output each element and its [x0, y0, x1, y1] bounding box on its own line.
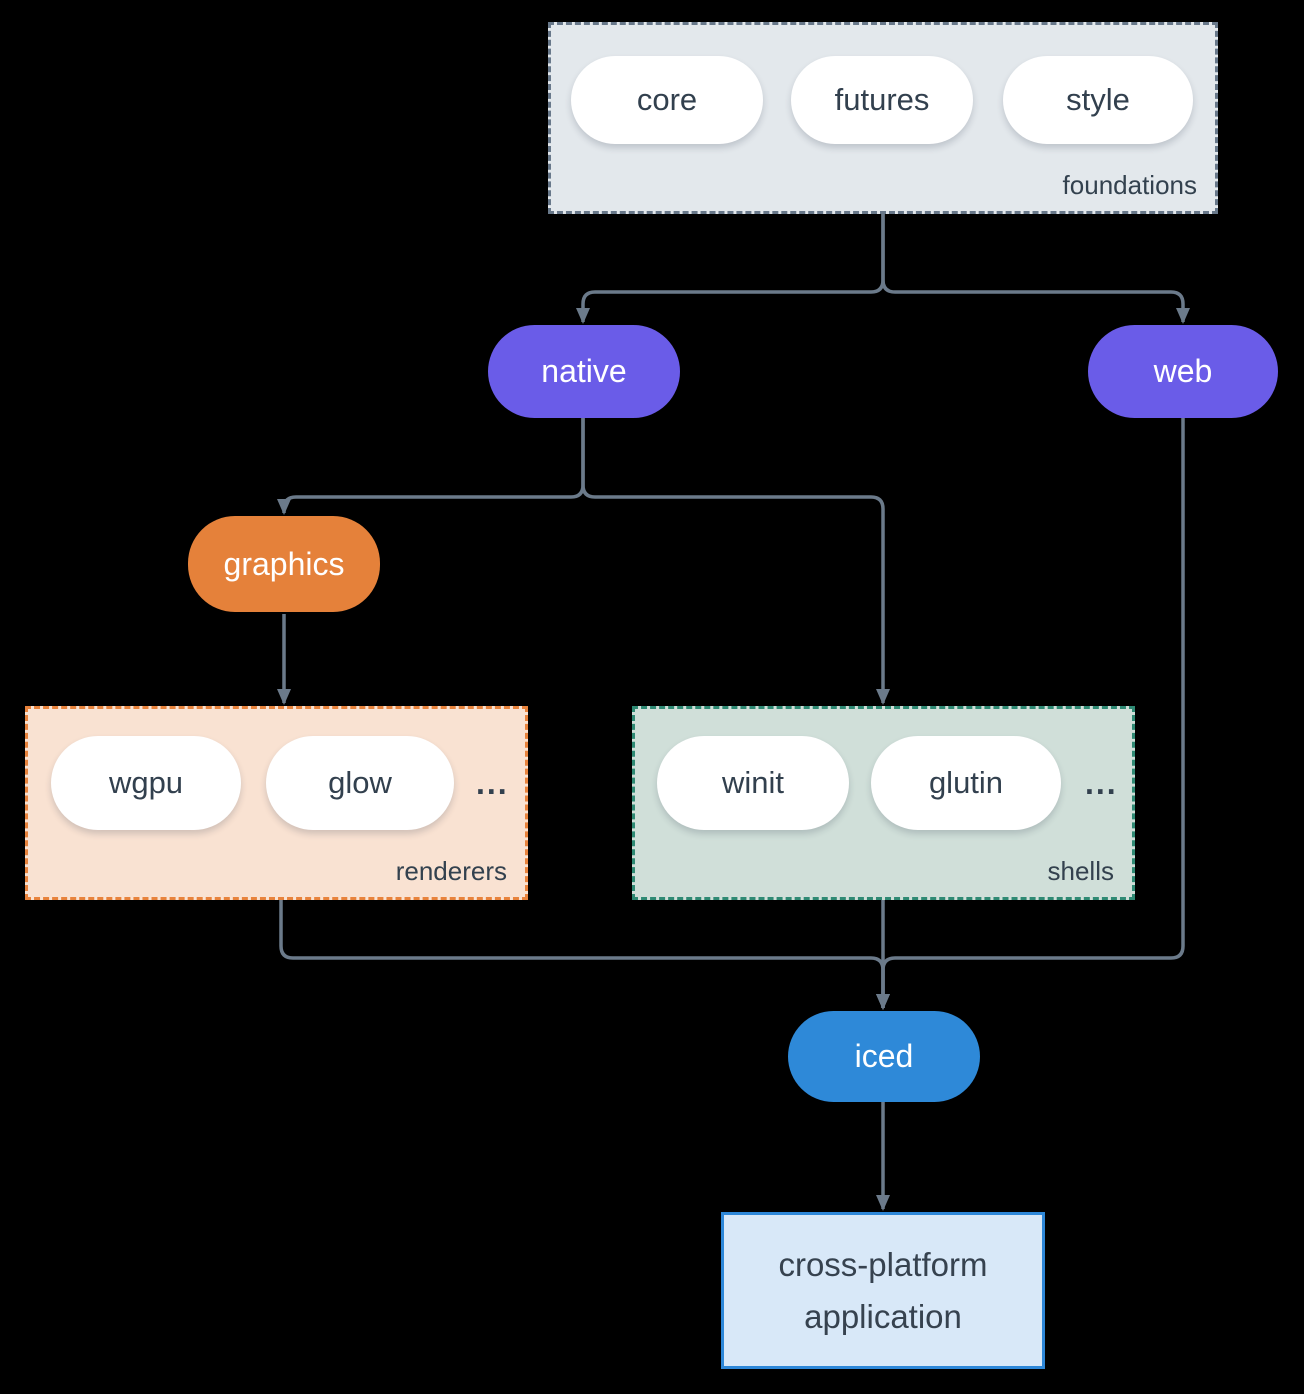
node-web: web: [1088, 325, 1278, 418]
group-label-shells: shells: [1047, 856, 1114, 886]
edge-native-shells: [581, 418, 890, 705]
group-renderers: wgpu glow ... renderers: [25, 706, 528, 900]
edge-native-graphics: [277, 418, 585, 515]
edge-foundations-native: [576, 214, 885, 324]
edge-renderers-iced: [279, 900, 890, 1010]
node-core: core: [571, 56, 763, 144]
node-glow: glow: [266, 736, 454, 830]
edge-foundations-web: [881, 214, 1190, 324]
renderers-ellipsis: ...: [476, 764, 509, 801]
node-native: native: [488, 325, 680, 418]
node-iced: iced: [788, 1011, 980, 1102]
group-shells: winit glutin ... shells: [632, 706, 1135, 900]
node-glutin: glutin: [871, 736, 1061, 830]
shells-ellipsis: ...: [1085, 764, 1118, 801]
edge-web-iced: [876, 418, 1185, 1010]
node-style: style: [1003, 56, 1193, 144]
node-winit: winit: [657, 736, 849, 830]
group-foundations: core futures style foundations: [548, 22, 1218, 214]
group-label-foundations: foundations: [1062, 170, 1197, 200]
node-futures: futures: [791, 56, 973, 144]
group-label-renderers: renderers: [395, 856, 507, 886]
node-cross-platform-application: cross-platform application: [721, 1212, 1045, 1369]
node-graphics: graphics: [188, 516, 380, 612]
node-wgpu: wgpu: [51, 736, 241, 830]
